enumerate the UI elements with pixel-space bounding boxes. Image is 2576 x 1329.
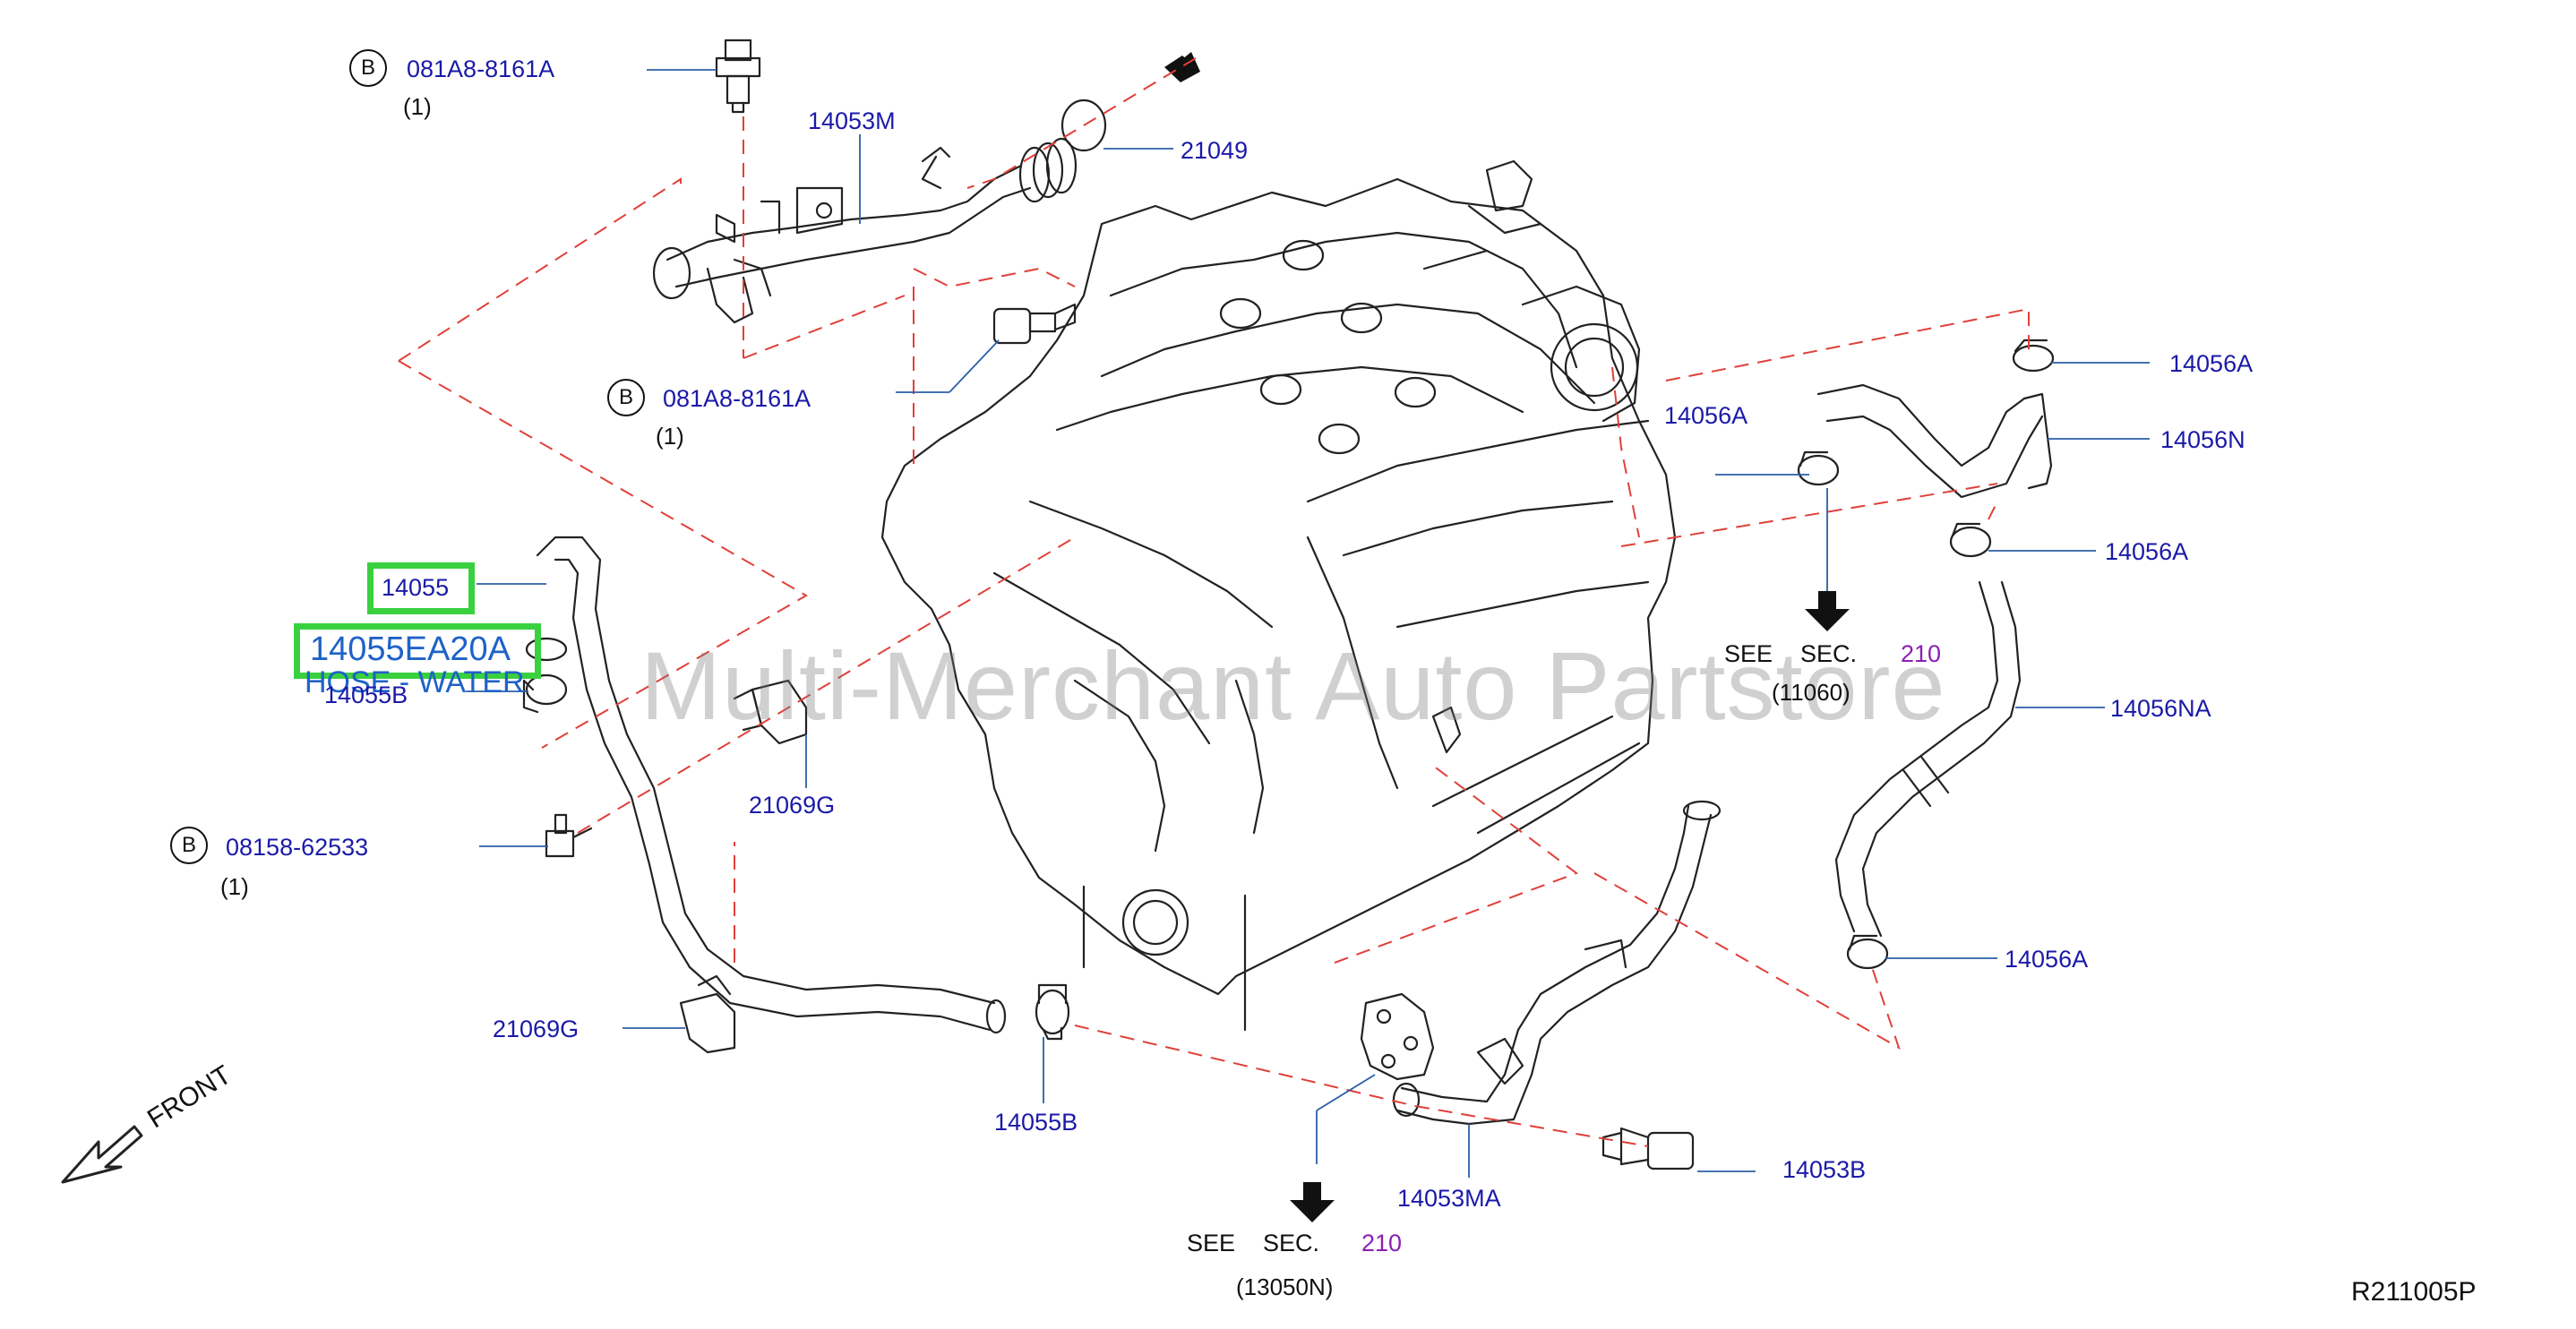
callout-14056A-2[interactable]: 14056A xyxy=(1664,402,1748,429)
see-label-right: SEE xyxy=(1724,640,1773,667)
see-sec-arrows-drawing xyxy=(1164,52,1850,1222)
callout-14055B-bottom[interactable]: 14055B xyxy=(994,1109,1078,1136)
callout-21069G-lower[interactable]: 21069G xyxy=(493,1016,580,1042)
clamp-14056A-bottom-drawing xyxy=(1846,934,1889,970)
hose-14056N-drawing xyxy=(1816,383,2053,499)
lower-water-pipe-drawing xyxy=(1392,800,1722,1126)
callout-14056A-3[interactable]: 14056A xyxy=(2105,538,2189,565)
bolt-mid-drawing xyxy=(992,303,1077,345)
circle-b-mid: B xyxy=(607,379,645,416)
highlight-14055EA20A xyxy=(294,623,541,679)
clamp-14056A-top-drawing xyxy=(2012,339,2055,373)
sec-number-bottom[interactable]: 210 xyxy=(1361,1230,1403,1256)
circle-b-left: B xyxy=(170,827,208,864)
callout-14055[interactable]: 14055 xyxy=(382,574,450,601)
ref-13050N: (13050N) xyxy=(1236,1273,1334,1300)
clamp-14055B-top-drawing xyxy=(522,673,568,714)
callout-14056A-1[interactable]: 14056A xyxy=(2169,350,2254,377)
callout-14053MA[interactable]: 14053MA xyxy=(1397,1185,1501,1212)
qty-top: (1) xyxy=(403,93,432,120)
clip-21069G-lower-drawing xyxy=(679,974,736,1054)
callout-081A8-8161A-mid[interactable]: 081A8-8161A xyxy=(663,385,811,412)
gasket-drawing xyxy=(1360,992,1435,1081)
ref-11060: (11060) xyxy=(1772,679,1850,706)
front-arrow-drawing xyxy=(61,1125,143,1184)
bolt-left-drawing xyxy=(545,813,593,858)
part-description: HOSE - WATER xyxy=(305,665,525,699)
callout-14055B-top[interactable]: 14055B xyxy=(324,682,408,708)
hose-14056NA-drawing xyxy=(1834,580,2022,938)
callout-081A8-8161A-top[interactable]: 081A8-8161A xyxy=(407,56,555,82)
qty-left: (1) xyxy=(220,873,249,900)
clamp-14056A-mid-drawing xyxy=(1797,450,1840,486)
callout-14056A-4[interactable]: 14056A xyxy=(2005,946,2089,973)
hose-water-drawing xyxy=(525,536,1007,1034)
bolt-bottom-drawing xyxy=(1601,1127,1695,1170)
qty-mid: (1) xyxy=(656,423,684,450)
diagram-code: R211005P xyxy=(2351,1277,2477,1307)
callout-14056N[interactable]: 14056N xyxy=(2160,426,2245,453)
bolt-top-drawing xyxy=(715,39,761,114)
sec-number-right[interactable]: 210 xyxy=(1901,640,1942,667)
see-label-bottom: SEE xyxy=(1187,1230,1236,1256)
callout-21049[interactable]: 21049 xyxy=(1181,137,1249,164)
sec-label-right: SEC. xyxy=(1800,640,1858,667)
callout-14053M[interactable]: 14053M xyxy=(808,107,896,134)
highlight-14055 xyxy=(367,562,475,614)
part-number-14055EA20A[interactable]: 14055EA20A xyxy=(310,630,511,668)
callout-21069G-upper[interactable]: 21069G xyxy=(749,792,836,819)
water-outlet-pipe-drawing xyxy=(652,137,1078,324)
sec-label-bottom: SEC. xyxy=(1263,1230,1320,1256)
clamp-14056A-right-drawing xyxy=(1949,522,1992,558)
callout-14056NA[interactable]: 14056NA xyxy=(2110,695,2211,722)
o-ring-drawing xyxy=(1060,99,1107,152)
clamp-14055B-bottom-drawing xyxy=(1035,983,1070,1041)
circle-b-top: B xyxy=(349,49,387,87)
watermark: Multi-Merchant Auto Partstore xyxy=(640,631,1946,740)
callout-08158-62533[interactable]: 08158-62533 xyxy=(226,834,369,861)
callout-14053B[interactable]: 14053B xyxy=(1782,1156,1867,1183)
engine-block-drawing xyxy=(880,159,1677,1032)
